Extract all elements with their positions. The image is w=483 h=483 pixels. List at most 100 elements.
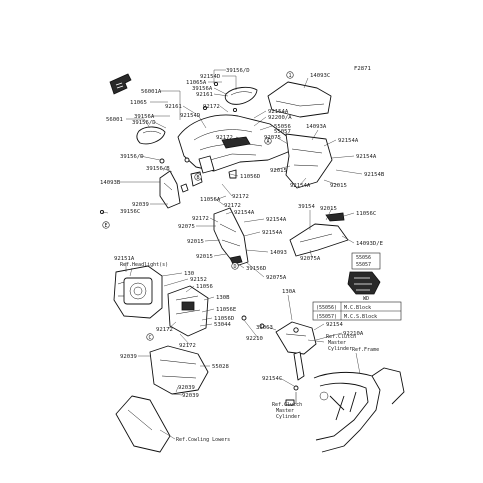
badge-c: C (146, 333, 154, 341)
part-label: 92015 (330, 183, 347, 189)
part-label: 39156/D (226, 68, 250, 74)
windshield (267, 81, 332, 118)
part-label: 92015 (320, 206, 337, 212)
legend-code-2: (55057) (316, 314, 337, 320)
ref-clutch-top: Ref.Clutch (326, 334, 356, 340)
part-label: 92075 (264, 135, 281, 141)
part-label: 14093B (100, 180, 121, 186)
legend-table: (55056) M.C.Block (55057) M.C.S.Block (312, 301, 402, 321)
part-label: 92154A (356, 154, 377, 160)
part-label: 39156/B (146, 166, 170, 172)
part-label: 11056 (196, 284, 213, 290)
part-label: 92075A (300, 256, 321, 262)
part-label: 92172 (224, 203, 241, 209)
part-label: 92154B (364, 172, 385, 178)
part-label: 55056 (274, 124, 291, 130)
part-label: 92161 (196, 92, 213, 98)
part-label: 130A (282, 289, 296, 295)
part-label: 11065 (130, 100, 147, 106)
svg-text:55056: 55056 (356, 255, 371, 261)
meter-stay-bracket (167, 285, 209, 337)
part-label: 92200/A (268, 115, 292, 121)
ref-headlight: Ref.Headlight(s) (120, 262, 168, 268)
part-label: 92039 (178, 385, 195, 391)
part-label: 56001A (141, 89, 162, 95)
part-label: 92152 (190, 277, 207, 283)
part-label: 92039 (132, 202, 149, 208)
part-label: 92172 (216, 135, 233, 141)
inset-cover-view: 55056 55057 WD (347, 252, 381, 302)
part-label: 92075A (266, 275, 287, 281)
part-label: 130 (184, 271, 194, 277)
leader-lines (101, 69, 363, 396)
left-mirror (136, 126, 166, 145)
part-label: 56001 (106, 117, 123, 123)
diagram-code: F2871 (354, 66, 371, 72)
part-label: 55057 (274, 129, 291, 135)
part-label: 92172 (156, 327, 173, 333)
svg-text:A: A (267, 139, 270, 145)
svg-text:B: B (197, 175, 200, 181)
part-label: 92154A (268, 109, 289, 115)
svg-text:1: 1 (289, 73, 292, 79)
part-label: 39156A (192, 86, 213, 92)
part-label: 14093A (306, 124, 327, 130)
part-label: 11056D (214, 316, 235, 322)
part-label: 92210A (343, 331, 364, 337)
left-lower-bracket (159, 170, 181, 209)
right-side-fairing (285, 133, 333, 189)
right-mirror (224, 86, 258, 105)
reference-labels: Ref.Headlight(s) Ref.Clutch Master Cylin… (120, 262, 379, 443)
svg-text:Master: Master (276, 408, 294, 414)
part-label: 39154 (298, 204, 315, 210)
svg-text:Cylinder: Cylinder (328, 346, 352, 352)
part-label: 55028 (212, 364, 229, 370)
part-label: 39156A (134, 114, 155, 120)
part-label: 92154D (200, 74, 221, 80)
badge-d: D (231, 262, 239, 270)
part-label: 11065A (186, 80, 207, 86)
part-label: 39156C (120, 209, 140, 215)
ref-clutch-bottom: Ref.Clutch (272, 402, 302, 408)
right-bracket (241, 315, 317, 381)
part-label: 11056D (240, 174, 261, 180)
part-label: 92172 (179, 343, 196, 349)
inset-caption: WD (363, 296, 369, 302)
badge-a: A (264, 137, 272, 145)
svg-text:D: D (234, 264, 237, 270)
headlight-unit (113, 265, 163, 319)
lower-left-fairing (115, 395, 171, 453)
part-label: 92154A (338, 138, 359, 144)
part-label: 92210 (246, 336, 263, 342)
svg-text:55057: 55057 (356, 262, 371, 268)
part-label: 11056C (356, 211, 376, 217)
part-label: 11056E (216, 307, 237, 313)
part-label: 92172 (203, 104, 220, 110)
part-label: 92154 (326, 322, 343, 328)
part-label: 39156/D (132, 120, 156, 126)
part-number-labels: 39156/D 92154D 11065A 39156A 92161 56001… (100, 68, 385, 399)
part-label: 130B (216, 295, 230, 301)
part-label: 92161 (165, 104, 182, 110)
frame-outline (313, 367, 405, 453)
inner-cover (149, 345, 209, 395)
part-label: 35063 (256, 325, 273, 331)
part-label: 14093C (310, 73, 330, 79)
part-label: 53044 (214, 322, 231, 328)
legend-desc-1: M.C.Block (344, 305, 371, 311)
part-label: 92015 (187, 239, 204, 245)
part-label: 92154A (290, 183, 311, 189)
svg-text:C: C (149, 335, 152, 341)
part-label: 92172 (192, 216, 209, 222)
part-label: 11056A (200, 197, 221, 203)
part-label: 92015 (270, 168, 287, 174)
svg-text:E: E (105, 223, 108, 229)
part-label: 92154A (234, 210, 255, 216)
part-label: 92039 (182, 393, 199, 399)
part-label: 92154C (262, 376, 282, 382)
part-label: 14093D/E (356, 241, 384, 247)
part-label: 39156/D (120, 154, 144, 160)
front-direction-arrow-icon (109, 73, 132, 95)
ref-cowling-lowers: Ref.Cowling Lowers (176, 437, 230, 443)
part-label: 14093 (270, 250, 287, 256)
